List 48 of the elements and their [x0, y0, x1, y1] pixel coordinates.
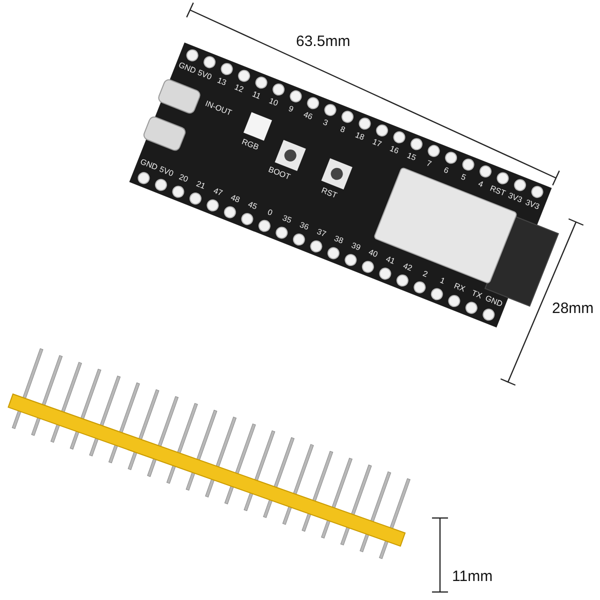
pin-label: 12 [233, 82, 245, 94]
pin-label: 40 [367, 248, 380, 260]
pin-label: 3 [322, 118, 330, 128]
pin-label: RST [488, 184, 507, 198]
pin-label: 35 [281, 213, 293, 226]
pin-label: 17 [371, 137, 383, 149]
pin-label: 10 [268, 96, 280, 108]
pin-label: 20 [178, 172, 190, 184]
pin-label: 15 [406, 150, 418, 162]
pin-label: RX [452, 281, 466, 294]
pin-label: 9 [287, 104, 295, 114]
pin-label: GND [177, 60, 198, 76]
pin-label: GND [484, 294, 504, 309]
pin-label: 16 [388, 144, 400, 156]
pin-label: 42 [402, 261, 414, 273]
pin-label: 2 [422, 268, 429, 279]
dimension-label: 28mm [552, 300, 594, 317]
pin-label: 8 [339, 124, 346, 134]
pin-label: 48 [229, 192, 242, 205]
pin-label: 47 [212, 186, 224, 198]
dimension-label: 63.5mm [296, 33, 350, 50]
pin-label: 7 [425, 158, 433, 169]
pin-label: 6 [442, 165, 450, 176]
pin-label: 38 [332, 234, 345, 246]
pin-label: 46 [302, 110, 314, 122]
pin-label: 0 [266, 207, 274, 218]
silkscreen-label: RST [320, 186, 338, 200]
pin-label: 5 [460, 172, 468, 182]
pin-label: 1 [438, 276, 446, 286]
pin-label: 13 [216, 76, 228, 88]
pin-label: 4 [477, 179, 484, 190]
pin-label: TX [470, 288, 484, 300]
pin-label: 3V3 [524, 198, 541, 212]
pin-label: 41 [384, 254, 396, 266]
pin-label: 21 [194, 179, 207, 191]
silkscreen-label: RGB [240, 137, 260, 152]
silkscreen-label: BOOT [267, 164, 292, 182]
pin-label: 36 [298, 220, 310, 232]
dimension-label: 11mm [452, 568, 493, 585]
pin-label: 45 [246, 200, 258, 212]
pin-label: 5V0 [158, 164, 175, 178]
pin-label: 18 [354, 130, 366, 142]
pin-label: GND [139, 157, 159, 172]
pin-label: 3V3 [506, 190, 524, 204]
pin-label: 5V0 [196, 68, 213, 82]
pin-label: 39 [350, 240, 362, 252]
pin-label: 37 [316, 227, 328, 239]
pin-label: 11 [250, 90, 262, 101]
